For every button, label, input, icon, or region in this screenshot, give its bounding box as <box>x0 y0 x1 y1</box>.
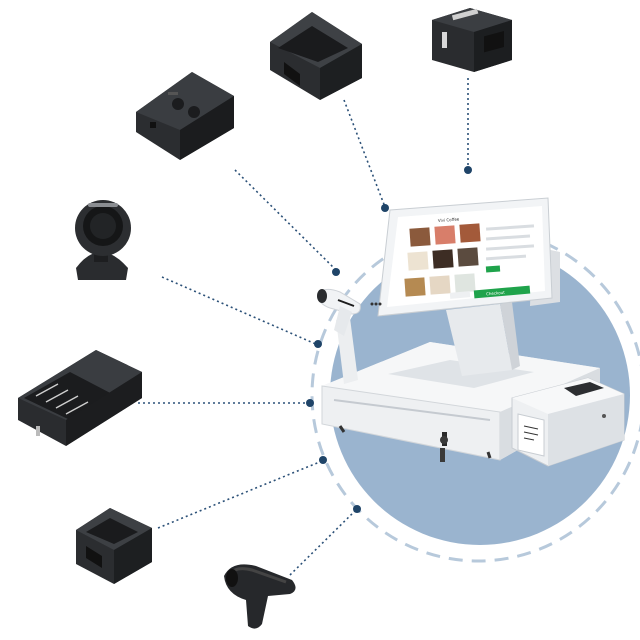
label-printer-icon <box>511 377 625 467</box>
connector-bottom-printer <box>157 460 323 529</box>
screen-header: Vivi Coffee <box>438 216 460 223</box>
scanner-icon <box>75 200 131 280</box>
cash-drawer-icon <box>18 350 142 446</box>
order-list <box>485 224 535 261</box>
connector-dots <box>306 166 472 513</box>
screen-ui: Vivi Coffee Checkout <box>404 216 535 299</box>
printer-icon <box>432 8 512 72</box>
connector-top-printer <box>343 99 386 208</box>
checkout-button <box>473 285 531 299</box>
product-grid <box>404 223 481 297</box>
printer-icon <box>136 72 234 160</box>
status-leds <box>370 302 382 306</box>
connectors <box>138 78 469 576</box>
connector-portable-printer <box>234 169 337 271</box>
printer-icon <box>270 12 362 100</box>
dashed-ring <box>310 227 640 563</box>
connector-omni-scanner <box>161 276 319 346</box>
barcode-scanner-icon <box>224 564 296 629</box>
checkout-button-label: Checkout <box>486 290 506 297</box>
connector-hand-scanner <box>289 508 358 576</box>
barcode-scanner-icon <box>317 288 361 384</box>
printer-icon <box>76 508 152 584</box>
